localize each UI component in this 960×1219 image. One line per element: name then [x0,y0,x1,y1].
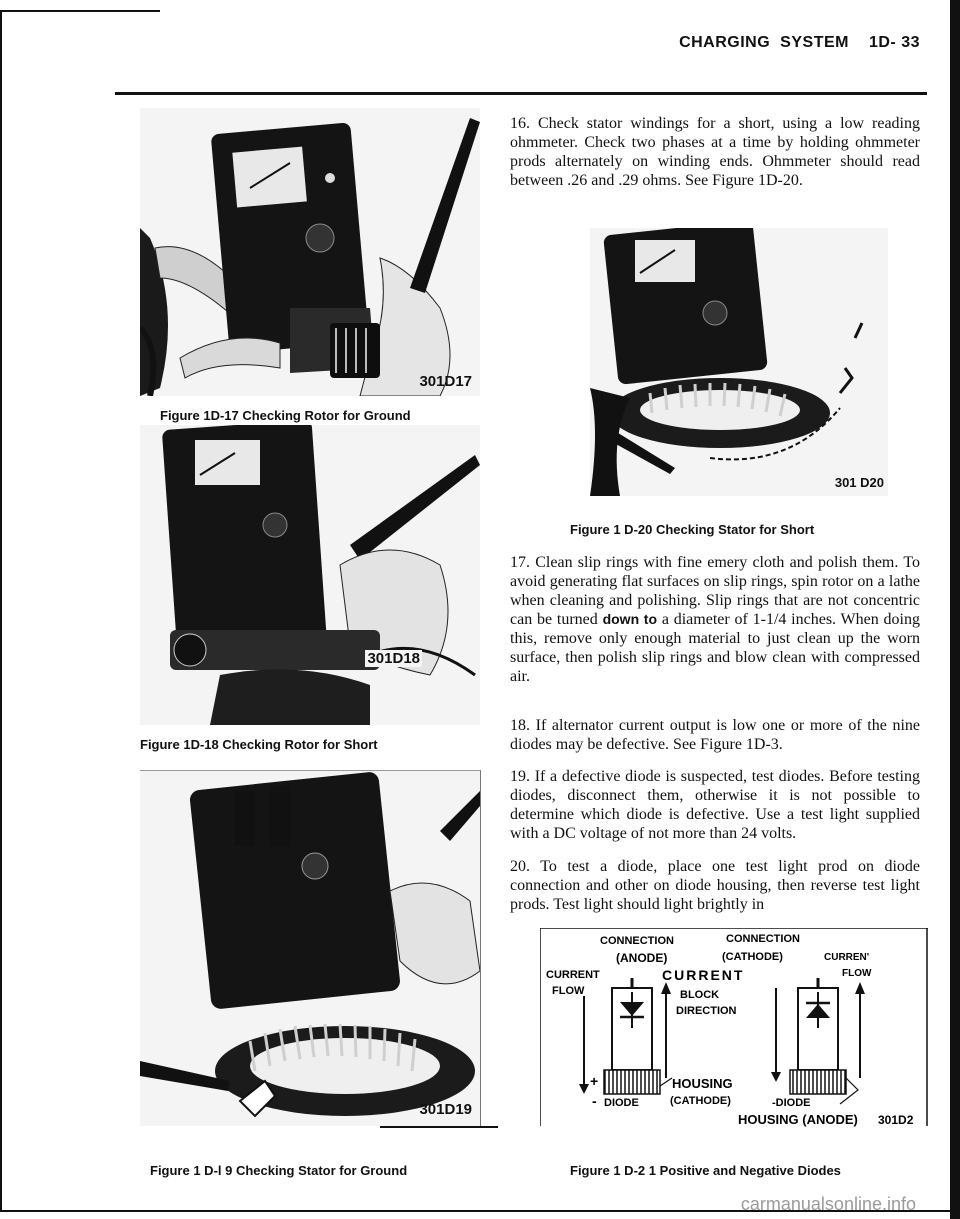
header-section: CHARGING [679,34,771,51]
figure-1d18-id: 301D18 [365,650,422,667]
figure-1d18-photo: 301D18 [140,425,480,725]
figure-1d20-photo: 301 D20 [590,228,888,496]
label-cathode: (CATHODE) [722,951,783,963]
label-minus: - [592,1093,597,1109]
label-block-current: CURRENT [662,967,744,983]
figure-1d20-id: 301 D20 [834,475,884,490]
paragraph-16: 16. Check stator windings for a short, u… [510,115,920,189]
right-edge-bar [950,0,960,1219]
paragraph-19: 19. If a defective diode is suspected, t… [510,768,920,842]
label-current-left: CURRENT [546,969,600,981]
figure-1d17-photo: 301D17 [140,108,480,396]
label-connection-anode: CONNECTION [600,935,674,947]
label-connection-cathode: CONNECTION [726,933,800,945]
running-header: CHARGING SYSTEM 1D- 33 [679,34,920,52]
diode-diagram: CONNECTION (ANODE) CONNECTION (CATHODE) … [539,927,928,1127]
top-corner-rule [0,10,160,12]
paragraph-18: 18. If alternator current output is low … [510,717,920,753]
label-housing-cathode: HOUSING [672,1076,733,1091]
figure-1d18-caption: Figure 1D-18 Checking Rotor for Short [140,737,378,752]
label-diode-left: DIODE [604,1097,639,1109]
figure-1d20-caption: Figure 1 D-20 Checking Stator for Short [570,522,815,537]
paragraph-17-part-1: 17. Clean slip rings with fine emery clo… [510,554,920,628]
ohmmeter-rotor-short-image [140,425,480,725]
figure-1d19-underline [380,1126,498,1128]
test-light-stator-ground-image [140,771,480,1126]
page-number: 1D- 33 [868,34,920,51]
label-diode-right: -DIODE [772,1097,811,1109]
figure-1d19-id: 301D19 [419,1101,472,1118]
figure-1d21-caption: Figure 1 D-2 1 Positive and Negative Dio… [570,1163,841,1178]
label-flow-right: FLOW [842,968,872,979]
paragraph-17-part-2: a diameter of 1-1/4 inches. When doing t… [510,611,921,685]
figure-1d21-id: 301D2 [878,1113,914,1127]
ohmmeter-rotor-ground-image [140,108,480,396]
label-direction: DIRECTION [676,1005,737,1017]
header-rule [115,92,927,95]
left-edge-rule [0,10,2,1210]
paragraph-20: 20. To test a diode, place one test ligh… [510,858,920,913]
header-section-2: SYSTEM [780,34,849,51]
paragraph-17: 17. Clean slip rings with fine emery clo… [510,553,920,686]
label-block: BLOCK [680,989,719,1001]
figure-1d19-photo: 301D19 [140,770,481,1126]
label-anode: (ANODE) [616,951,667,965]
label-current-right: CURREN' [824,952,869,963]
figure-1d17-id: 301D17 [419,373,472,390]
bottom-rule [0,1210,960,1212]
label-flow-left: FLOW [552,985,585,997]
watermark: carmanualsonline.info [740,1194,916,1214]
paragraph-17-bold: down to [602,611,658,627]
figure-1d17-caption: Figure 1D-17 Checking Rotor for Ground [160,408,411,423]
figure-1d21-diagram: CONNECTION (ANODE) CONNECTION (CATHODE) … [539,927,928,1128]
ohmmeter-stator-short-image [590,228,888,496]
label-housing-cathode-paren: (CATHODE) [670,1095,731,1107]
label-housing-anode: HOUSING (ANODE) [738,1112,858,1127]
label-plus: + [590,1073,598,1089]
figure-1d19-caption: Figure 1 D-l 9 Checking Stator for Groun… [150,1163,408,1178]
